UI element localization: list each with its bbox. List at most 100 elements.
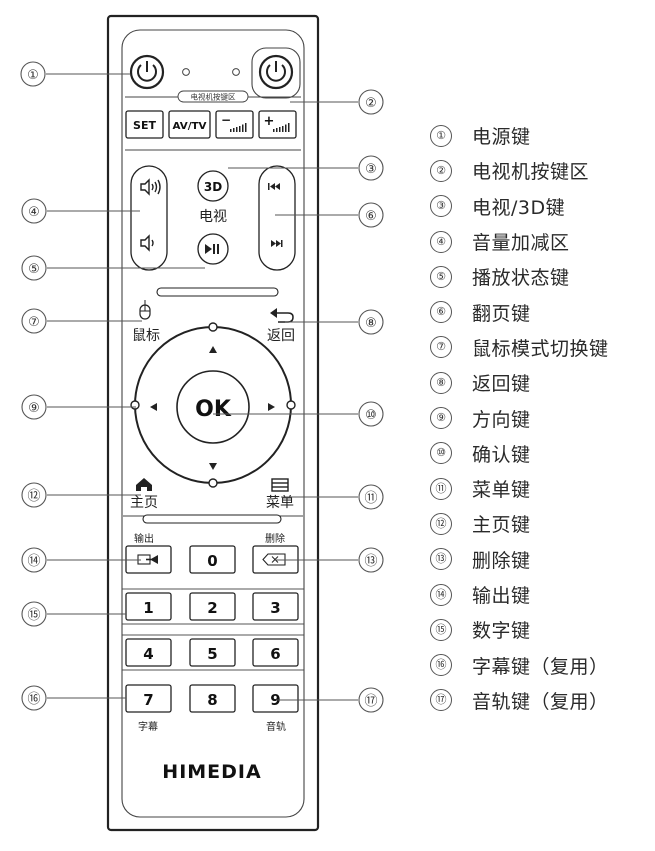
- home-icon: [136, 478, 152, 491]
- callout-5: ⑤: [21, 255, 47, 281]
- digit-2-button[interactable]: 2: [189, 592, 236, 621]
- digit-label: 1: [143, 599, 153, 617]
- legend-number: ⑰: [430, 689, 452, 712]
- legend-number: ⑦: [430, 336, 452, 359]
- digit-1-button[interactable]: 1: [125, 592, 172, 621]
- callout-4: ④: [21, 198, 47, 224]
- arrow-left-icon[interactable]: [150, 403, 157, 411]
- power-button-left[interactable]: [129, 54, 165, 90]
- volume-down-icon: [140, 234, 154, 252]
- digit-8-button[interactable]: 8: [189, 684, 236, 713]
- svg-text:⑧: ⑧: [365, 316, 377, 331]
- legend-number: ⑮: [430, 618, 452, 641]
- mouse-button[interactable]: 鼠标: [132, 300, 160, 344]
- digit-7-button[interactable]: 7: [125, 684, 172, 713]
- dpad-knob-top: [208, 322, 218, 332]
- legend-text: 输出键: [472, 585, 531, 607]
- svg-text:⑰: ⑰: [364, 694, 377, 709]
- power-icon: [137, 64, 157, 82]
- legend-number: ⑩: [430, 442, 452, 465]
- digit-label: 7: [143, 691, 153, 709]
- legend-text: 菜单键: [472, 479, 531, 502]
- power-section: 电视机按键区: [125, 47, 301, 103]
- legend-text: 电源键: [472, 126, 531, 149]
- ok-button[interactable]: OK: [176, 370, 250, 444]
- legend-text: 音轨键（复用）: [472, 690, 609, 713]
- callout-16: ⑯: [21, 685, 47, 711]
- play-pause-button[interactable]: [197, 233, 229, 265]
- av-tv-button[interactable]: [168, 110, 211, 139]
- digit-5-button[interactable]: 5: [189, 638, 236, 667]
- volume-pill[interactable]: [130, 165, 168, 271]
- menu-icon: [271, 478, 289, 492]
- digit-label: 4: [143, 645, 153, 663]
- volume-up-icon: [140, 178, 161, 196]
- subtitle-label: 字幕: [138, 720, 158, 733]
- play-pause-icon: [205, 244, 219, 254]
- callout-13: ⑬: [358, 547, 384, 573]
- media-section: 3D 电视: [125, 149, 301, 297]
- set-button-label: SET: [133, 119, 156, 132]
- ok-label: OK: [195, 397, 232, 422]
- tv-volume-up-button[interactable]: [258, 110, 297, 139]
- legend-item: ② 电视机按键区: [430, 153, 650, 188]
- legend-item: ⑮ 数字键: [430, 612, 650, 647]
- legend-number: ④: [430, 230, 452, 253]
- mouse-label: 鼠标: [132, 328, 160, 344]
- digit-9-button[interactable]: 9: [252, 684, 299, 713]
- indicator-dot: [182, 68, 190, 76]
- legend-number: ⑤: [430, 265, 452, 288]
- callout-7: ⑦: [21, 308, 47, 334]
- power-icon: [266, 64, 286, 82]
- next-icon: [271, 240, 283, 247]
- tv-volume-down-button[interactable]: [215, 110, 254, 139]
- set-button[interactable]: [125, 110, 164, 139]
- svg-text:⑩: ⑩: [365, 408, 377, 423]
- home-button[interactable]: 主页: [130, 478, 158, 511]
- digit-3-button[interactable]: 3: [252, 592, 299, 621]
- legend-item: ⑰ 音轨键（复用）: [430, 683, 650, 718]
- legend-text: 电视机按键区: [472, 161, 590, 184]
- tv-3d-button[interactable]: 3D: [197, 170, 229, 202]
- digit-label: 2: [207, 599, 217, 617]
- power-button-right[interactable]: [258, 54, 294, 90]
- legend-text: 翻页键: [472, 302, 531, 325]
- digit-group-frame: [121, 634, 305, 671]
- delete-label: 删除: [265, 532, 285, 545]
- legend-number: ②: [430, 159, 452, 182]
- legend-item: ④ 音量加减区: [430, 224, 650, 259]
- callout-17: ⑰: [358, 687, 384, 713]
- arrow-down-icon[interactable]: [209, 463, 217, 470]
- menu-button[interactable]: 菜单: [266, 478, 294, 511]
- legend-text: 音量加减区: [472, 232, 570, 255]
- page-pill[interactable]: [258, 165, 296, 271]
- callout-14: ⑭: [21, 547, 47, 573]
- plus-symbol: +: [264, 114, 275, 129]
- legend-number: ③: [430, 195, 452, 218]
- digit-0-button[interactable]: 0: [189, 545, 236, 574]
- svg-text:④: ④: [28, 205, 40, 220]
- callout-15: ⑮: [21, 601, 47, 627]
- arrow-up-icon[interactable]: [209, 346, 217, 353]
- legend-text: 字幕键（复用）: [472, 655, 609, 678]
- digit-4-button[interactable]: 4: [125, 638, 172, 667]
- arrow-right-icon[interactable]: [268, 403, 275, 411]
- indicator-dot: [232, 68, 240, 76]
- digit-label: 3: [270, 599, 280, 617]
- svg-text:⑫: ⑫: [27, 489, 40, 504]
- legend-number: ①: [430, 124, 452, 147]
- back-label: 返回: [267, 328, 295, 344]
- digit-6-button[interactable]: 6: [252, 638, 299, 667]
- svg-text:⑯: ⑯: [27, 692, 40, 707]
- legend-text: 数字键: [472, 620, 531, 643]
- digit-label: 9: [270, 691, 280, 709]
- tv-zone-label: 电视机按键区: [191, 92, 236, 102]
